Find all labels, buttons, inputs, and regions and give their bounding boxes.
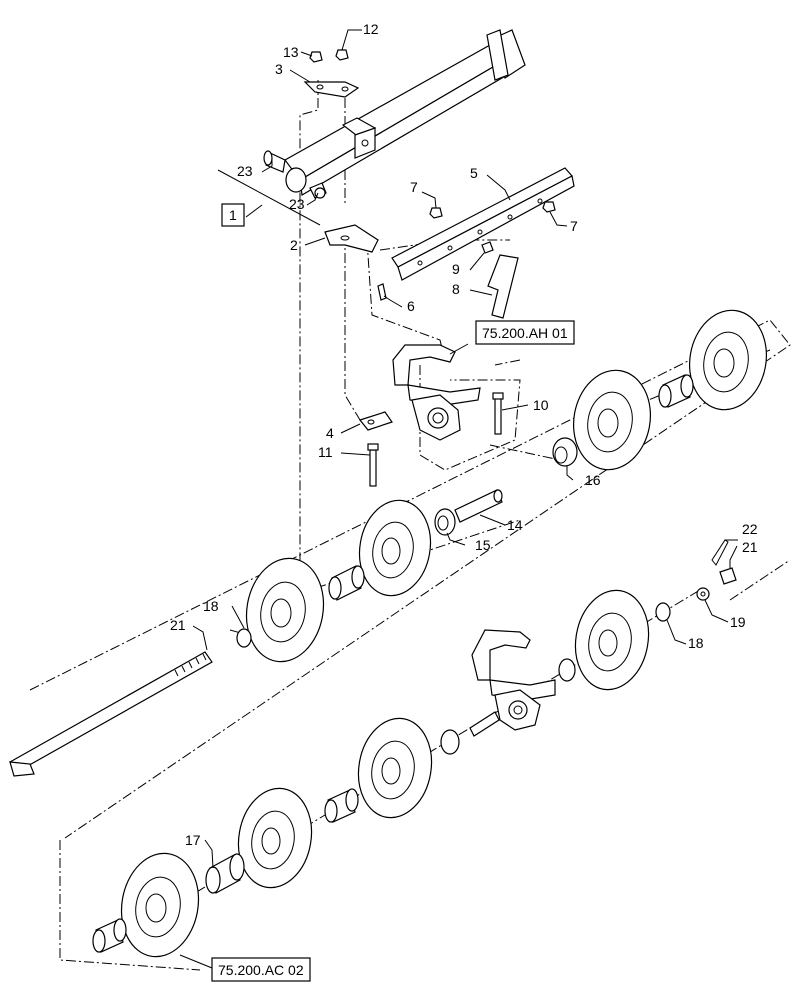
- bearing-lower: [440, 729, 460, 755]
- callout-11: 11: [318, 444, 333, 460]
- leader-ac02: [179, 954, 213, 969]
- callout-4: 4: [326, 425, 334, 441]
- reference-box-ac02[interactable]: 75.200.AC 02: [211, 957, 311, 982]
- shank-bracket-lower: [471, 629, 556, 731]
- bolt-6: [377, 283, 387, 301]
- callout-23-lower: 23: [289, 196, 305, 212]
- spool-lower-2: [324, 788, 359, 823]
- bearing-15: [434, 508, 456, 536]
- nut-21: [719, 567, 737, 585]
- shank-bracket-upper: [392, 344, 481, 441]
- nut-13: [309, 51, 323, 63]
- callout-2: 2: [290, 237, 298, 253]
- disc-lower-3: [357, 717, 433, 819]
- bracket-3: [303, 81, 360, 98]
- bolt-9: [481, 241, 494, 254]
- tine-8: [487, 254, 519, 319]
- disc-lower-2: [237, 787, 313, 889]
- callout-13: 13: [283, 44, 299, 60]
- bolt-10: [492, 392, 504, 435]
- disc-upper-right-1: [572, 369, 652, 471]
- callout-18-left: 18: [203, 598, 219, 614]
- callout-3: 3: [275, 61, 283, 77]
- reference-box-ah01[interactable]: 75.200.AH 01: [475, 320, 575, 345]
- callout-20: 21: [170, 617, 186, 633]
- callout-16: 16: [585, 472, 601, 488]
- callout-9: 9: [452, 261, 460, 277]
- spool-upper-right: [658, 374, 694, 408]
- reference-label-ah01: 75.200.AH 01: [482, 325, 568, 341]
- callout-19: 19: [730, 614, 746, 630]
- spool-middle: [328, 565, 365, 601]
- axle-20: [9, 651, 213, 777]
- disc-lower-1: [120, 852, 200, 958]
- callout-1: 1: [229, 207, 237, 223]
- callout-6: 6: [407, 298, 415, 314]
- main-tube: [284, 29, 526, 196]
- callout-14: 14: [507, 517, 523, 533]
- spool-lower-1: [92, 918, 127, 953]
- callout-7-left: 7: [410, 179, 418, 195]
- callout-5: 5: [470, 165, 478, 181]
- nut-7-left: [429, 207, 443, 219]
- callout-7-right: 7: [570, 218, 578, 234]
- washer-18-right: [655, 602, 671, 622]
- shaft-14: [454, 489, 503, 523]
- nut-7-right: [542, 201, 556, 213]
- disc-middle-1: [245, 557, 325, 663]
- disc-upper-right-2: [688, 309, 768, 411]
- callout-23-upper: 23: [237, 163, 253, 179]
- bearing-lower-right: [558, 658, 576, 682]
- callouts: 13 12 3 23 23 2 6 7 7 5 9 8 10 4 11 16 1…: [170, 21, 758, 848]
- spool-17: [205, 853, 245, 894]
- callout-1-box: 1: [221, 203, 245, 227]
- nut-12: [335, 49, 349, 61]
- pin-22: [711, 539, 729, 566]
- callout-10: 10: [533, 397, 549, 413]
- plate-4: [358, 411, 393, 431]
- reference-label-ac02: 75.200.AC 02: [218, 962, 304, 978]
- washer-18-left: [236, 628, 252, 648]
- callout-22: 22: [742, 521, 758, 537]
- callout-21: 21: [742, 539, 758, 555]
- threaded-stud-lower: [469, 711, 500, 737]
- callout-12: 12: [363, 21, 379, 37]
- bearing-16: [552, 437, 578, 467]
- callout-15: 15: [475, 537, 491, 553]
- callout-8: 8: [452, 281, 460, 297]
- callout-18-right: 18: [688, 635, 704, 651]
- callout-17: 17: [185, 832, 201, 848]
- washer-19: [696, 587, 710, 601]
- disc-middle-2: [358, 499, 432, 597]
- bolt-11: [367, 443, 379, 487]
- bar-5: [391, 167, 575, 281]
- pin-23-lower: [309, 182, 327, 199]
- bracket-2: [324, 224, 379, 253]
- leader-lines: [192, 29, 738, 869]
- pin-23-upper: [263, 150, 286, 173]
- disc-lower-right: [574, 589, 650, 691]
